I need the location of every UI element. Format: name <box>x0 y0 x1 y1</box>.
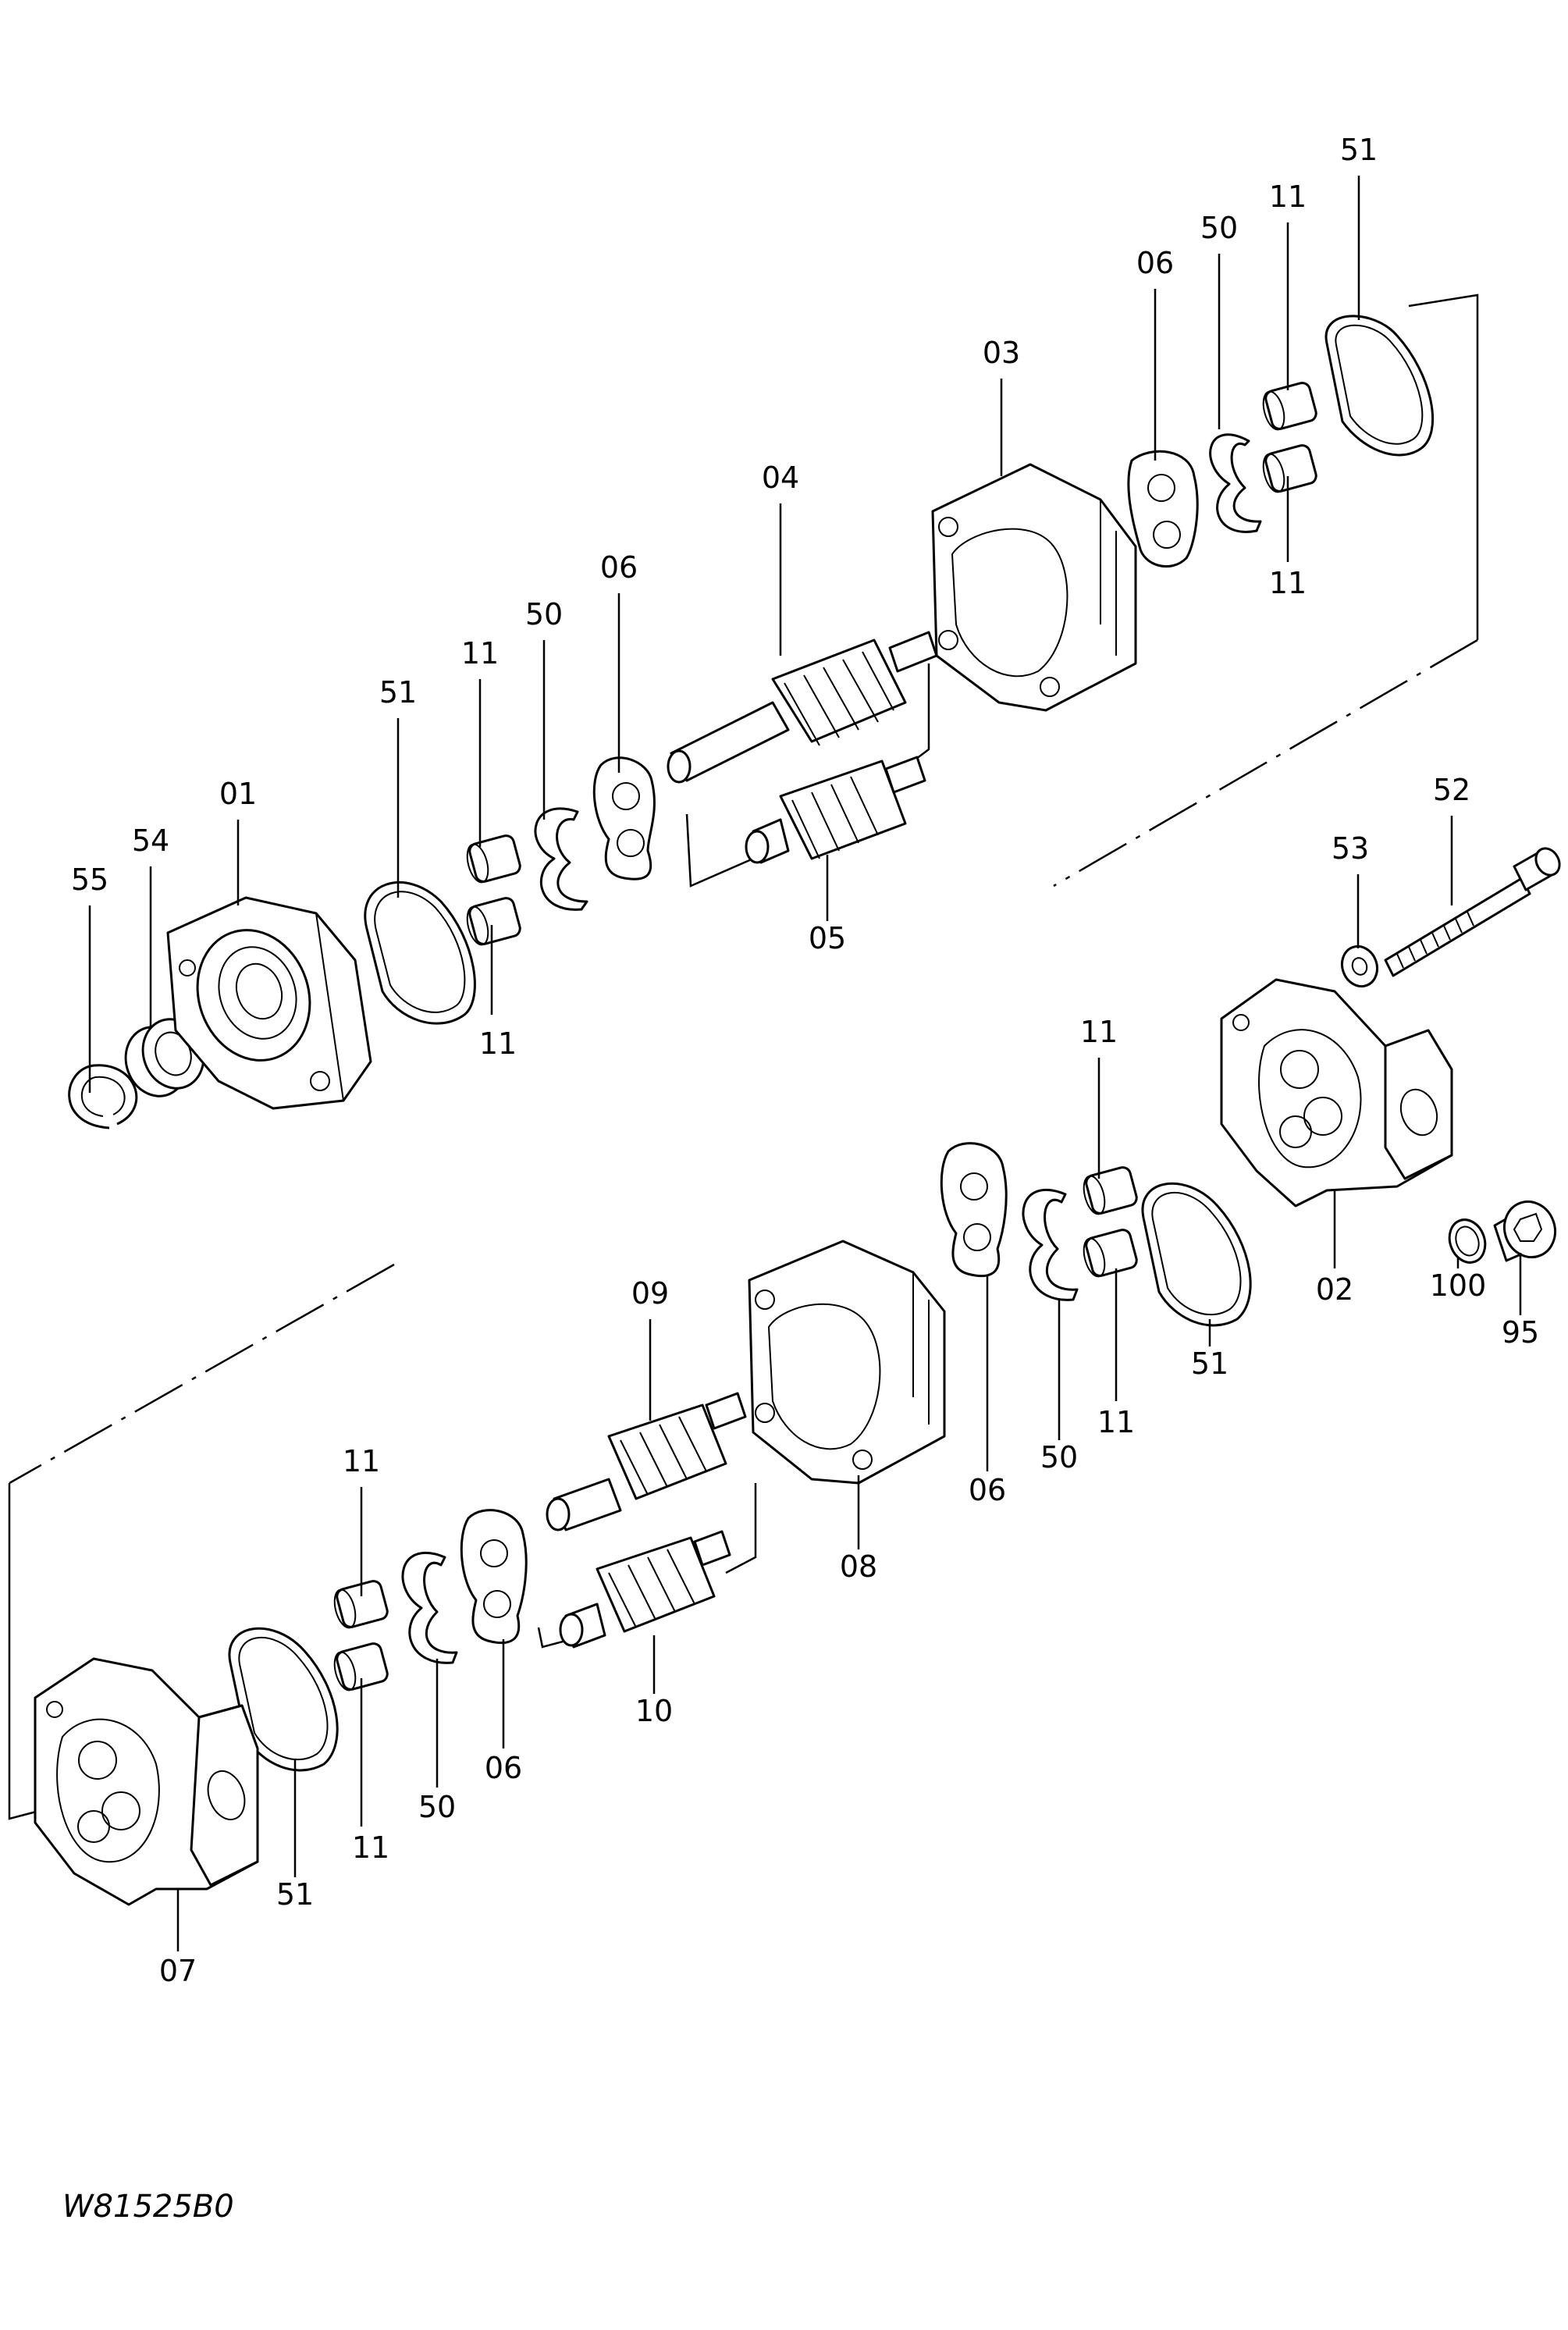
gear-housing-03 <box>931 463 1137 712</box>
label-11-r-a: 11 <box>1080 1015 1118 1049</box>
label-06-top: 06 <box>1136 246 1174 280</box>
label-06-r: 06 <box>969 1473 1006 1507</box>
label-05: 05 <box>809 921 846 955</box>
label-53: 53 <box>1332 831 1369 866</box>
o-ring-51-top <box>1324 315 1435 457</box>
label-51-low: 51 <box>276 1877 314 1912</box>
label-01: 01 <box>219 777 257 811</box>
drive-gear-09 <box>546 1392 747 1531</box>
label-04: 04 <box>762 461 799 495</box>
label-51-r: 51 <box>1191 1346 1228 1381</box>
label-54: 54 <box>132 824 169 858</box>
rear-cover-02 <box>1220 978 1453 1208</box>
o-ring-51-low <box>228 1627 339 1772</box>
bushings-11-right <box>1083 1166 1138 1278</box>
washer-53 <box>1340 944 1379 988</box>
leader-lines <box>88 176 1522 1951</box>
label-51-mid: 51 <box>379 675 417 710</box>
drive-gear-04 <box>667 631 938 784</box>
label-03: 03 <box>983 336 1020 370</box>
label-11-mid-b: 11 <box>479 1026 517 1061</box>
driven-gear-05 <box>745 756 926 864</box>
label-09: 09 <box>631 1276 669 1311</box>
bolt-52 <box>1384 847 1561 977</box>
drawing-code: W81525B0 <box>62 2189 234 2225</box>
wear-plate-06-low <box>460 1509 528 1645</box>
wear-plate-06-right <box>940 1142 1008 1278</box>
label-100: 100 <box>1430 1268 1487 1303</box>
o-ring-51-right <box>1141 1182 1252 1327</box>
label-06-mid: 06 <box>600 550 638 585</box>
backup-ring-50-right <box>1022 1188 1079 1301</box>
label-11-low-a: 11 <box>343 1444 380 1478</box>
driven-gear-10 <box>559 1530 731 1649</box>
plug-95 <box>1493 1200 1556 1262</box>
backup-ring-50-top <box>1209 433 1262 533</box>
bushings-11-top <box>1262 382 1317 493</box>
gear-housing-08 <box>748 1240 946 1485</box>
part-number-labels: 51 11 50 06 03 11 04 06 50 11 51 01 54 5… <box>71 133 1539 1988</box>
snap-ring-55 <box>68 1064 138 1129</box>
label-06-low: 06 <box>485 1751 522 1785</box>
label-50-top: 50 <box>1200 211 1238 245</box>
o-ring-51-mid <box>364 881 476 1025</box>
wear-plate-06-top <box>1127 450 1199 568</box>
label-11-top-b: 11 <box>1269 566 1307 600</box>
label-07: 07 <box>159 1954 197 1988</box>
bushings-11-mid <box>466 834 521 946</box>
label-55: 55 <box>71 863 108 897</box>
o-ring-100 <box>1448 1218 1487 1264</box>
wear-plate-06-mid <box>592 756 656 880</box>
label-11-low-b: 11 <box>352 1830 389 1865</box>
label-10: 10 <box>635 1694 673 1728</box>
label-95: 95 <box>1502 1315 1539 1350</box>
label-50-mid: 50 <box>525 597 563 631</box>
front-cover-01 <box>166 896 372 1110</box>
label-52: 52 <box>1433 773 1470 807</box>
label-02: 02 <box>1316 1272 1353 1307</box>
backup-ring-50-mid <box>534 807 588 911</box>
label-11-top-a: 11 <box>1269 180 1307 214</box>
label-11-r-b: 11 <box>1097 1405 1135 1439</box>
bushings-11-low <box>333 1580 389 1691</box>
label-11-mid-a: 11 <box>461 636 499 671</box>
label-51-top: 51 <box>1340 133 1378 167</box>
rear-body-07 <box>34 1657 259 1906</box>
label-08: 08 <box>840 1549 877 1584</box>
label-50-low: 50 <box>418 1790 456 1824</box>
label-50-r: 50 <box>1040 1440 1078 1474</box>
backup-ring-50-low <box>401 1551 458 1664</box>
